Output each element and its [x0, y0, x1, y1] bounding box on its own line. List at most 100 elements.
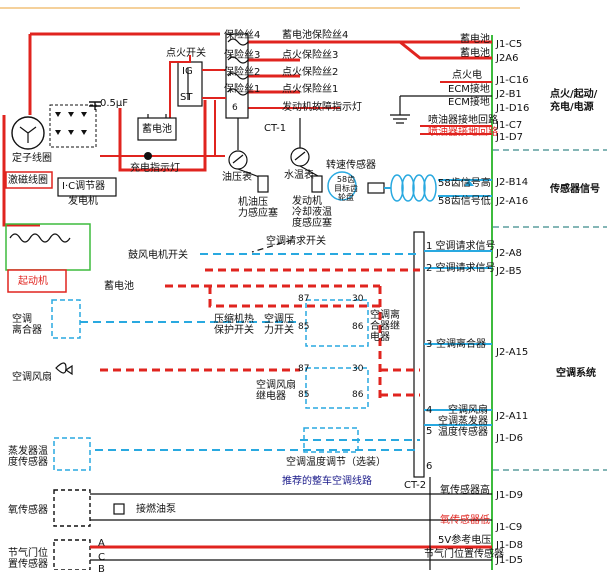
relay-30b: 30 — [352, 364, 364, 374]
pin-13: J1-D6 — [496, 433, 523, 444]
wire-alt-output — [118, 100, 207, 172]
fuse-icon — [227, 38, 249, 96]
ac-clutch-label: 空调 离合器 — [12, 314, 42, 336]
ac-battery-label: 蓄电池 — [104, 281, 134, 292]
ecm-label-13: 4 — [426, 405, 433, 416]
evap-sensor-box — [53, 437, 91, 471]
ignition-switch-label: 点火开关 — [166, 48, 206, 59]
clutch-relay-label: 空调离 合器继 电器 — [370, 310, 400, 343]
speed-sensor-label: 转速传感器 — [326, 160, 376, 171]
fan-icon — [55, 362, 73, 376]
ecm-label-3: ECM接地 — [448, 84, 490, 95]
ct2-label: CT-2 — [404, 480, 427, 491]
ign-fuse2-label: 点火保险丝2 — [282, 67, 339, 78]
coolant-sensor-icon — [311, 175, 323, 193]
ac-fan-label: 空调风扇 — [12, 372, 52, 383]
tps-pin-a: A — [98, 538, 105, 549]
ecm-label-19: 氧传感器低 — [440, 515, 490, 526]
pin-7: J2-B14 — [496, 177, 529, 188]
oil-switch-label: 机油压 力感应塞 — [238, 197, 278, 219]
pin-11: J2-A15 — [496, 347, 529, 358]
relay-85a: 85 — [298, 322, 310, 332]
tooth-wheel-icon — [327, 171, 357, 201]
pin-4: J1-D16 — [496, 103, 530, 114]
oil-pressure-switch-icon — [257, 175, 269, 193]
fuse4-label: 保险丝4 — [224, 30, 261, 41]
wire-ac-pins — [424, 343, 492, 426]
ecm-label-5: 喷油器接地回路 — [428, 115, 498, 126]
ic-regulator-box — [57, 177, 117, 197]
water-gauge-label: 水温表 — [284, 170, 314, 181]
ecm-label-9: 1 空调请求信号 — [426, 241, 496, 252]
pin-2: J1-C16 — [496, 75, 529, 86]
ecm-label-4: ECM接地 — [448, 97, 490, 108]
fuse1-label: 保险丝1 — [224, 84, 261, 95]
ecm-label-2: 点火电 — [452, 70, 482, 81]
oil-gauge-label: 油压表 — [222, 172, 252, 183]
st-label: ST — [180, 92, 193, 103]
evap-sensor-label: 蒸发器温 度传感器 — [8, 446, 48, 468]
coolant-sensor-label: 发动机 冷却液温 度感应塞 — [292, 196, 332, 229]
ac-clutch-box — [51, 299, 81, 339]
pin-16: J1-D8 — [496, 540, 523, 551]
battery-label: 蓄电池 — [142, 124, 172, 135]
capacitor-icon — [89, 101, 101, 110]
clutch-relay-box — [305, 299, 369, 347]
wire-58-signal — [384, 179, 492, 197]
stator-label: 定子线圈 — [12, 153, 52, 164]
wire-ecm-gnd — [399, 95, 492, 115]
battery-fuse4-label: 蓄电池保险丝4 — [282, 30, 349, 41]
wire-ac-clutch — [208, 286, 380, 308]
pin-0: J1-C5 — [496, 39, 523, 50]
ground-icon — [390, 114, 410, 124]
fault-lamp-pin: 6 — [232, 103, 238, 113]
charge-lamp-icon — [144, 152, 152, 160]
ecm-label-21: 节气门位置传感器 — [424, 549, 504, 560]
battery-box — [137, 117, 177, 141]
fault-lamp-label: 发动机故障指示灯 — [282, 102, 362, 113]
pin-12: J2-A11 — [496, 411, 529, 422]
pin-14: J1-D9 — [496, 490, 523, 501]
starter-box — [7, 269, 67, 293]
relay-85b: 85 — [298, 390, 310, 400]
rectifier-bridge — [49, 104, 97, 148]
temp-adjust-label: 空调温度调节（选装） — [286, 457, 386, 468]
recommend-label: 推荐的整车空调线路 — [282, 476, 372, 487]
capacitor-label: 0.5μF — [100, 98, 129, 109]
fan-relay-box — [305, 367, 369, 409]
field-coil-label: 激磁线圈 — [8, 175, 48, 186]
ecm-label-15: 5 — [426, 426, 433, 437]
tooth-wheel-label: 58齿 目标齿 轮盘 — [334, 175, 358, 202]
ecm-label-14: 空调风扇 — [448, 405, 488, 416]
ign-fuse1-label: 点火保险丝1 — [282, 84, 339, 95]
ecm-label-1: 蓄电池 — [460, 48, 490, 59]
throttle-sensor-box — [53, 539, 91, 570]
ig-label: IG — [182, 66, 193, 77]
throttle-label: 节气门位 置传感器 — [8, 548, 48, 570]
tps-pin-c: C — [98, 552, 105, 563]
relay-87a: 87 — [298, 294, 310, 304]
fuel-pump-label: 接燃油泵 — [136, 504, 176, 515]
wire-battery-main — [248, 40, 492, 60]
fan-relay-label: 空调风扇 继电器 — [256, 380, 296, 402]
pressure-switch-label: 空调压 力开关 — [264, 314, 294, 336]
pin-17: J1-D5 — [496, 555, 523, 566]
ic-regulator-label: I·C调节器 — [62, 181, 106, 192]
ecm-label-11: 3 — [426, 339, 433, 350]
ecm-label-10: 2 空调请求信号 — [426, 263, 496, 274]
comp-protect-label: 压缩机热 保护开关 — [214, 314, 254, 336]
field-coil-box — [5, 171, 53, 189]
ecm-label-0: 蓄电池 — [460, 34, 490, 45]
fuse3-label: 保险丝3 — [224, 50, 261, 61]
pin-1: J2A6 — [496, 53, 519, 64]
pin-3: J2-B1 — [496, 89, 522, 100]
ignition-switch — [177, 61, 203, 107]
ecm-label-8: 58齿信号低 — [438, 196, 491, 207]
ac-request-switch-icon — [251, 239, 293, 253]
group-sensor-label: 传感器信号 — [550, 184, 600, 195]
pin-8: J2-A16 — [496, 196, 529, 207]
temp-adjust-box — [303, 427, 359, 453]
pin-10: J2-B5 — [496, 266, 522, 277]
pin-15: J1-C9 — [496, 522, 523, 533]
wire-j2a8-b5 — [424, 250, 492, 269]
